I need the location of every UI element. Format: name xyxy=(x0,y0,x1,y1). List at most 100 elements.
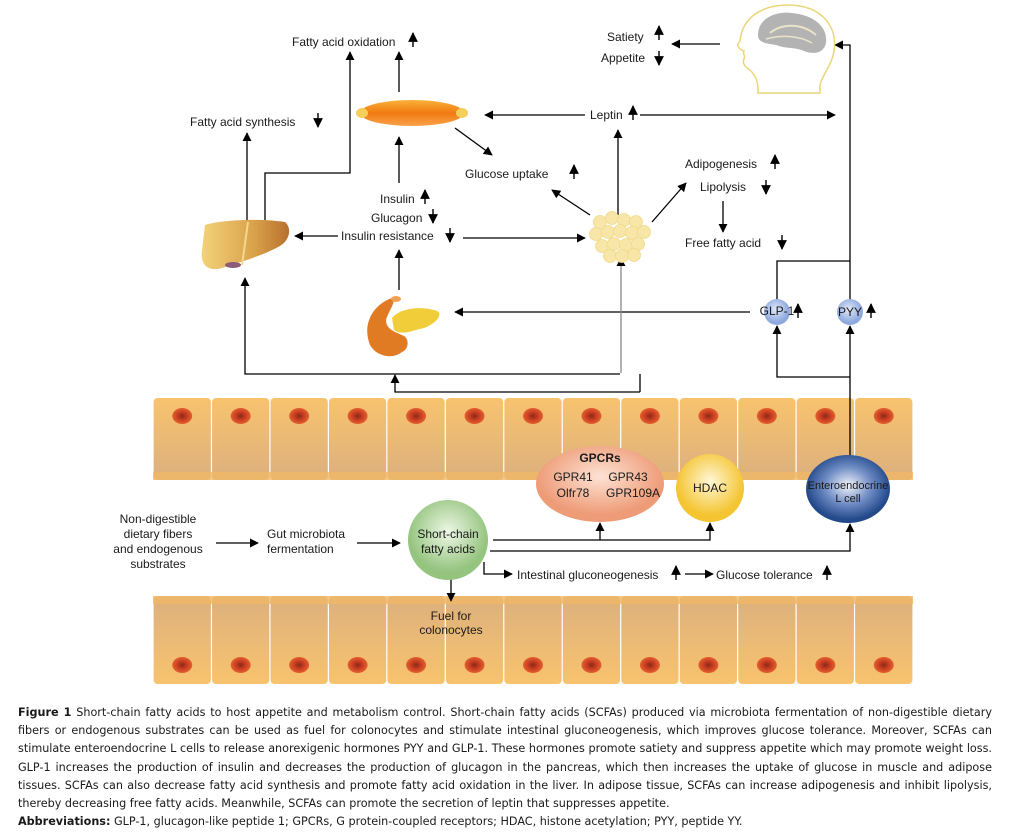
fat-cell xyxy=(615,249,629,263)
cell-nucleus xyxy=(523,408,543,424)
cell-nucleus xyxy=(815,408,836,424)
satiety-label: Satiety xyxy=(607,30,644,44)
epithelial-cell xyxy=(153,596,211,684)
epithelial-cell xyxy=(679,596,738,684)
cell-nucleus xyxy=(581,657,602,673)
epithelial-cell xyxy=(621,596,679,684)
lipolysis-label: Lipolysis xyxy=(700,180,746,194)
cell-nucleus xyxy=(523,657,543,673)
labels: Fatty acid oxidation Fatty acid synthesi… xyxy=(113,30,813,637)
arrow-scfa-to-ign xyxy=(483,562,513,579)
fibers-label-3: and endogenous xyxy=(113,542,202,556)
glucose-tolerance-label: Glucose tolerance xyxy=(716,568,813,582)
epithelial-cell xyxy=(328,596,387,684)
muscle-icon xyxy=(356,100,468,126)
arrow-lcell-to-glp1 xyxy=(772,325,850,378)
epithelial-cell xyxy=(270,596,328,684)
epithelial-cell xyxy=(855,596,913,684)
caption-paragraph: Figure 1 Short-chain fatty acids to host… xyxy=(18,704,992,813)
brain-head-icon xyxy=(737,4,836,94)
microbiota-label-1: Gut microbiota xyxy=(267,527,345,541)
microvilli-border xyxy=(153,472,913,480)
arrow-adipose-to-adipogenesis xyxy=(651,182,687,223)
cell-nucleus xyxy=(230,657,251,673)
cell-nucleus xyxy=(172,657,193,673)
microbiota-label-2: fermentation xyxy=(267,542,334,556)
fat-cell xyxy=(605,211,619,225)
cell-nucleus xyxy=(873,657,894,673)
arrow-to-liver xyxy=(245,278,641,392)
epithelial-cell xyxy=(562,596,621,684)
free-fatty-acid-label: Free fatty acid xyxy=(685,236,761,250)
glp1-label: GLP-1 xyxy=(760,304,795,318)
scfa-node: Short-chain fatty acids xyxy=(408,500,488,580)
arrow-adipose-to-glucose-uptake xyxy=(551,189,591,216)
connectors xyxy=(216,39,855,602)
cell-nucleus xyxy=(815,657,836,673)
fatty-acid-oxidation-label: Fatty acid oxidation xyxy=(292,35,395,49)
enteroendocrine-l-cell-node: Enteroendocrine L cell xyxy=(806,455,890,523)
epithelial-cell xyxy=(212,398,270,480)
hdac-label: HDAC xyxy=(693,481,727,495)
scfa-label-1: Short-chain xyxy=(417,527,478,541)
cell-nucleus xyxy=(698,408,719,424)
glucose-uptake-label: Glucose uptake xyxy=(465,167,549,181)
fat-cell xyxy=(603,249,617,263)
leptin-label: Leptin xyxy=(590,108,623,122)
caption-figure-text: Short-chain fatty acids to host appetite… xyxy=(18,706,992,811)
glucagon-label: Glucagon xyxy=(371,211,422,225)
caption-abbreviations: Abbreviations: GLP-1, glucagon-like pept… xyxy=(18,813,992,831)
l-cell-label-1: Enteroendocrine xyxy=(808,480,889,492)
cell-nucleus xyxy=(406,408,427,424)
l-cell-label-2: L cell xyxy=(835,493,860,505)
epithelial-cell xyxy=(504,398,562,480)
fat-cell xyxy=(607,237,621,251)
appetite-label: Appetite xyxy=(601,51,645,65)
gpr43-label: GPR43 xyxy=(608,470,648,484)
cell-nucleus xyxy=(581,408,602,424)
gpcrs-title: GPCRs xyxy=(579,451,621,465)
pyy-node: PYY xyxy=(837,299,863,325)
cell-nucleus xyxy=(406,657,427,673)
pyy-label: PYY xyxy=(838,305,862,319)
cell-nucleus xyxy=(347,657,368,673)
fibers-label-1: Non-digestible xyxy=(120,512,197,526)
adipose-cells-icon xyxy=(589,211,651,263)
fat-cell xyxy=(601,225,615,239)
cell-nucleus xyxy=(172,408,193,424)
cell-nucleus xyxy=(347,408,368,424)
caption-abbrev-label: Abbreviations: xyxy=(18,815,111,829)
line-glp1-top xyxy=(776,260,850,300)
arrow-gut-to-pancreas xyxy=(390,374,640,393)
arrow-pyy-to-head xyxy=(834,40,851,300)
arrow-scfa-to-lcell xyxy=(490,523,855,552)
cell-nucleus xyxy=(756,408,777,424)
fibers-label-2: dietary fibers xyxy=(124,527,193,541)
cell-nucleus xyxy=(289,657,310,673)
caption-figure-label: Figure 1 xyxy=(18,706,72,719)
fat-cell xyxy=(637,225,651,239)
olfr78-label: Olfr78 xyxy=(557,486,590,500)
epithelial-cell xyxy=(738,398,796,480)
epithelial-cell xyxy=(387,398,445,480)
cell-nucleus xyxy=(464,408,485,424)
epithelial-cell xyxy=(328,398,387,480)
caption-abbrev-text: GLP-1, glucagon-like peptide 1; GPCRs, G… xyxy=(110,815,743,829)
hdac-node: HDAC xyxy=(676,454,744,522)
fat-cell xyxy=(627,248,641,262)
epithelial-cell xyxy=(212,596,270,684)
cell-nucleus xyxy=(698,657,719,673)
epithelial-cell xyxy=(153,398,211,480)
arrow-scfa-to-gpcrs xyxy=(493,522,715,541)
cell-nucleus xyxy=(756,657,777,673)
epithelial-cell xyxy=(445,398,504,480)
cell-nucleus xyxy=(639,408,660,424)
fibers-label-4: substrates xyxy=(130,557,185,571)
gpcrs-node: GPCRs GPR41 GPR43 Olfr78 GPR109A xyxy=(536,446,664,522)
fuel-label-1: Fuel for xyxy=(431,609,472,623)
trend-arrows xyxy=(313,25,876,580)
figure-caption: Figure 1 Short-chain fatty acids to host… xyxy=(18,704,992,831)
cell-nucleus xyxy=(873,408,894,424)
epithelial-cell xyxy=(270,398,328,480)
insulin-label: Insulin xyxy=(380,192,415,206)
